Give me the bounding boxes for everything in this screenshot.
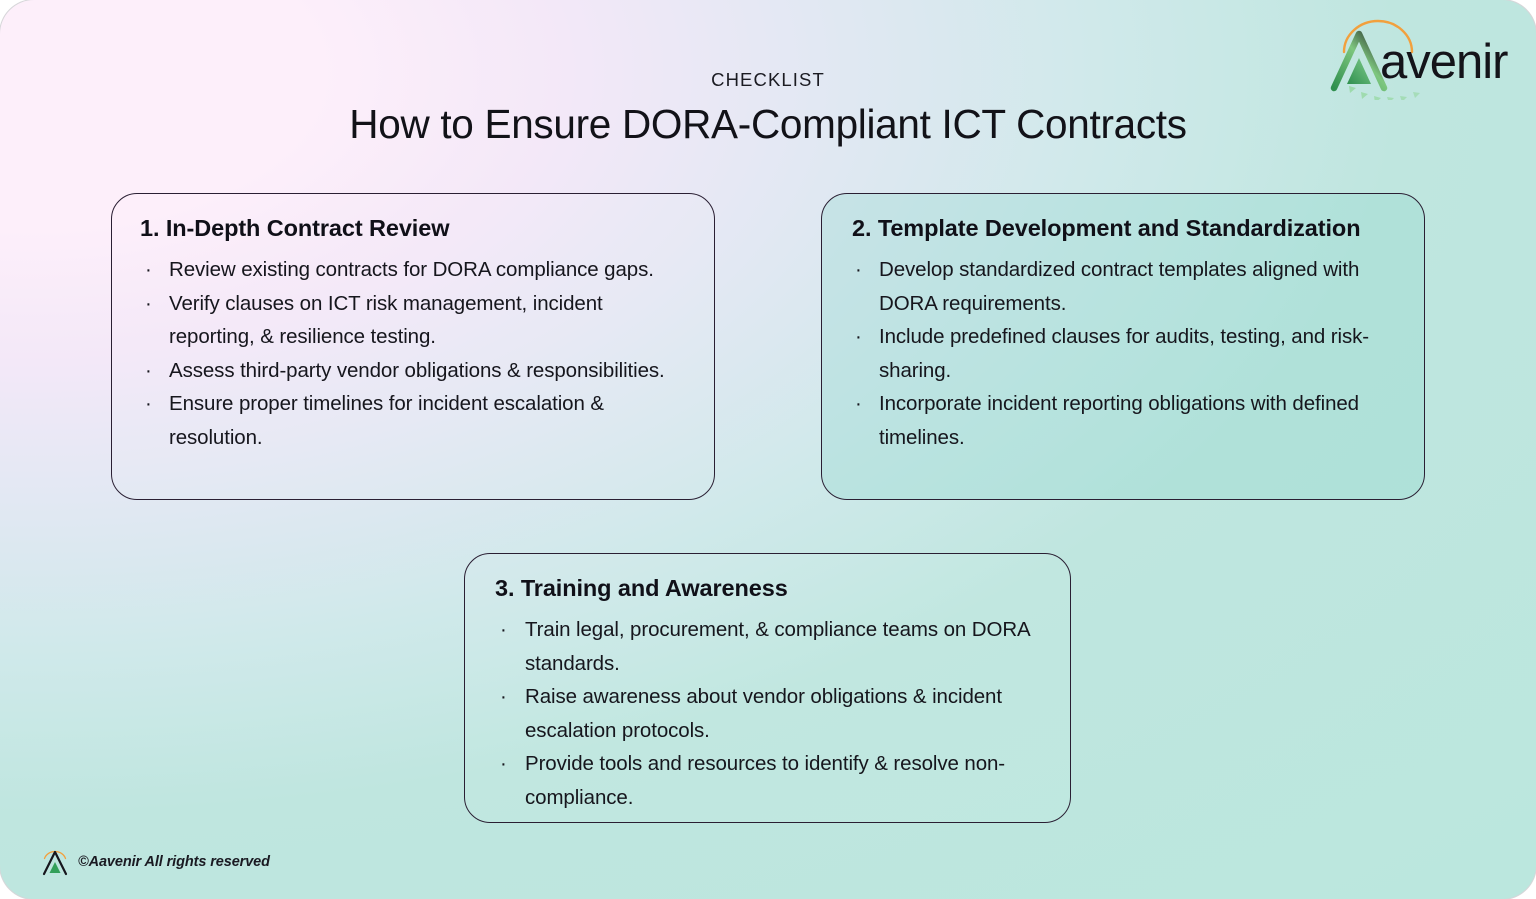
list-item: · Review existing contracts for DORA com… <box>138 253 688 287</box>
bullet-list: · Develop standardized contract template… <box>848 253 1398 454</box>
checklist-card-training-and-awareness: 3. Training and Awareness · Train legal,… <box>464 553 1071 823</box>
list-item: · Incorporate incident reporting obligat… <box>848 387 1398 454</box>
bullet-list: · Review existing contracts for DORA com… <box>138 253 688 454</box>
bullet-dot-icon: · <box>145 392 152 416</box>
list-item: · Verify clauses on ICT risk management,… <box>138 287 688 354</box>
bullet-list: · Train legal, procurement, & compliance… <box>491 613 1044 814</box>
list-item-text: Include predefined clauses for audits, t… <box>879 325 1369 382</box>
bullet-dot-icon: · <box>145 258 152 282</box>
card-title: 2. Template Development and Standardizat… <box>852 215 1361 241</box>
bullet-dot-icon: · <box>500 752 507 776</box>
card-title: 3. Training and Awareness <box>495 575 788 601</box>
list-item-text: Incorporate incident reporting obligatio… <box>879 392 1359 449</box>
list-item-text: Verify clauses on ICT risk management, i… <box>169 291 603 349</box>
list-item: · Include predefined clauses for audits,… <box>848 320 1398 387</box>
copyright-text: ©Aavenir All rights reserved <box>78 854 270 870</box>
list-item-text: Ensure proper timelines for incident esc… <box>169 392 604 449</box>
list-item: · Raise awareness about vendor obligatio… <box>491 680 1044 747</box>
checklist-card-template-development-and-standardization: 2. Template Development and Standardizat… <box>821 193 1425 500</box>
list-item-text: Develop standardized contract templates … <box>879 258 1360 315</box>
bullet-dot-icon: · <box>500 618 507 642</box>
eyebrow-label: CHECKLIST <box>711 69 825 90</box>
footer: ©Aavenir All rights reserved <box>41 847 270 877</box>
bullet-dot-icon: · <box>145 358 152 382</box>
card-title: 1. In-Depth Contract Review <box>140 215 450 241</box>
bullet-dot-icon: · <box>145 291 152 315</box>
list-item: · Assess third-party vendor obligations … <box>138 354 688 388</box>
checklist-card-in-depth-contract-review: 1. In-Depth Contract Review · Review exi… <box>111 193 715 500</box>
svg-text:avenir: avenir <box>1380 35 1508 89</box>
list-item: · Ensure proper timelines for incident e… <box>138 387 688 454</box>
bullet-dot-icon: · <box>500 685 507 709</box>
bullet-dot-icon: · <box>855 258 862 282</box>
header: CHECKLIST How to Ensure DORA-Compliant I… <box>0 69 1536 175</box>
list-item-text: Assess third-party vendor obligations & … <box>169 358 665 382</box>
list-item: · Provide tools and resources to identif… <box>491 747 1044 814</box>
bullet-dot-icon: · <box>855 325 862 349</box>
aavenir-mark-icon <box>41 847 69 877</box>
list-item: · Develop standardized contract template… <box>848 253 1398 320</box>
list-item-text: Provide tools and resources to identify … <box>525 752 1006 809</box>
list-item-text: Train legal, procurement, & compliance t… <box>525 618 1030 675</box>
list-item-text: Review existing contracts for DORA compl… <box>169 258 654 282</box>
aavenir-logo-icon: avenir <box>1328 18 1510 103</box>
page-title: How to Ensure DORA-Compliant ICT Contrac… <box>349 101 1187 148</box>
list-item-text: Raise awareness about vendor obligations… <box>525 685 1002 742</box>
bullet-dot-icon: · <box>855 392 862 416</box>
list-item: · Train legal, procurement, & compliance… <box>491 613 1044 680</box>
